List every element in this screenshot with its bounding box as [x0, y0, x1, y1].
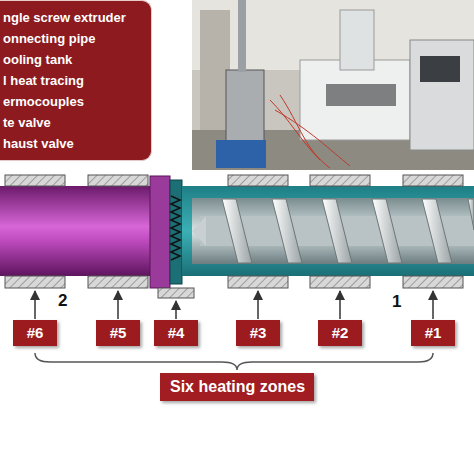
zone-box: #5: [96, 320, 140, 346]
bore: [192, 198, 474, 264]
legend-item: haust valve: [3, 133, 147, 154]
zone-box: #2: [318, 320, 362, 346]
brace: [35, 353, 433, 370]
legend-item: ngle screw extruder: [3, 7, 147, 28]
zone-box: #3: [236, 320, 280, 346]
legend-item: ooling tank: [3, 49, 147, 70]
zone-label: #2: [332, 323, 349, 343]
legend-item: onnecting pipe: [3, 28, 147, 49]
legend-item: te valve: [3, 112, 147, 133]
flange-plate: [170, 180, 182, 284]
callout-number: 1: [392, 292, 401, 312]
zone-label: #3: [250, 323, 267, 343]
barrel: [182, 186, 474, 276]
photo: [192, 0, 474, 170]
callout-number: 2: [58, 291, 67, 311]
zone-box: #6: [13, 320, 57, 346]
legend-item: l heat tracing: [3, 70, 147, 91]
zone-label: #5: [110, 323, 127, 343]
screw-flights: [222, 199, 474, 263]
zone-box: #1: [411, 320, 455, 346]
zone-label: #1: [425, 323, 442, 343]
zone-box: #4: [154, 320, 198, 346]
zone-label: #6: [27, 323, 44, 343]
heater-bands: [5, 175, 463, 298]
connecting-pipe: [0, 186, 152, 276]
zone-label: #4: [168, 323, 185, 343]
flange: [150, 176, 170, 288]
zone-label: Six heating zones: [170, 377, 305, 397]
breaker-plate: [171, 196, 180, 260]
legend-item: ermocouples: [3, 91, 147, 112]
legend-box: ngle screw extruderonnecting pipeooling …: [0, 0, 152, 161]
group-label-box: Six heating zones: [160, 373, 314, 401]
leader-arrows: [35, 291, 433, 319]
